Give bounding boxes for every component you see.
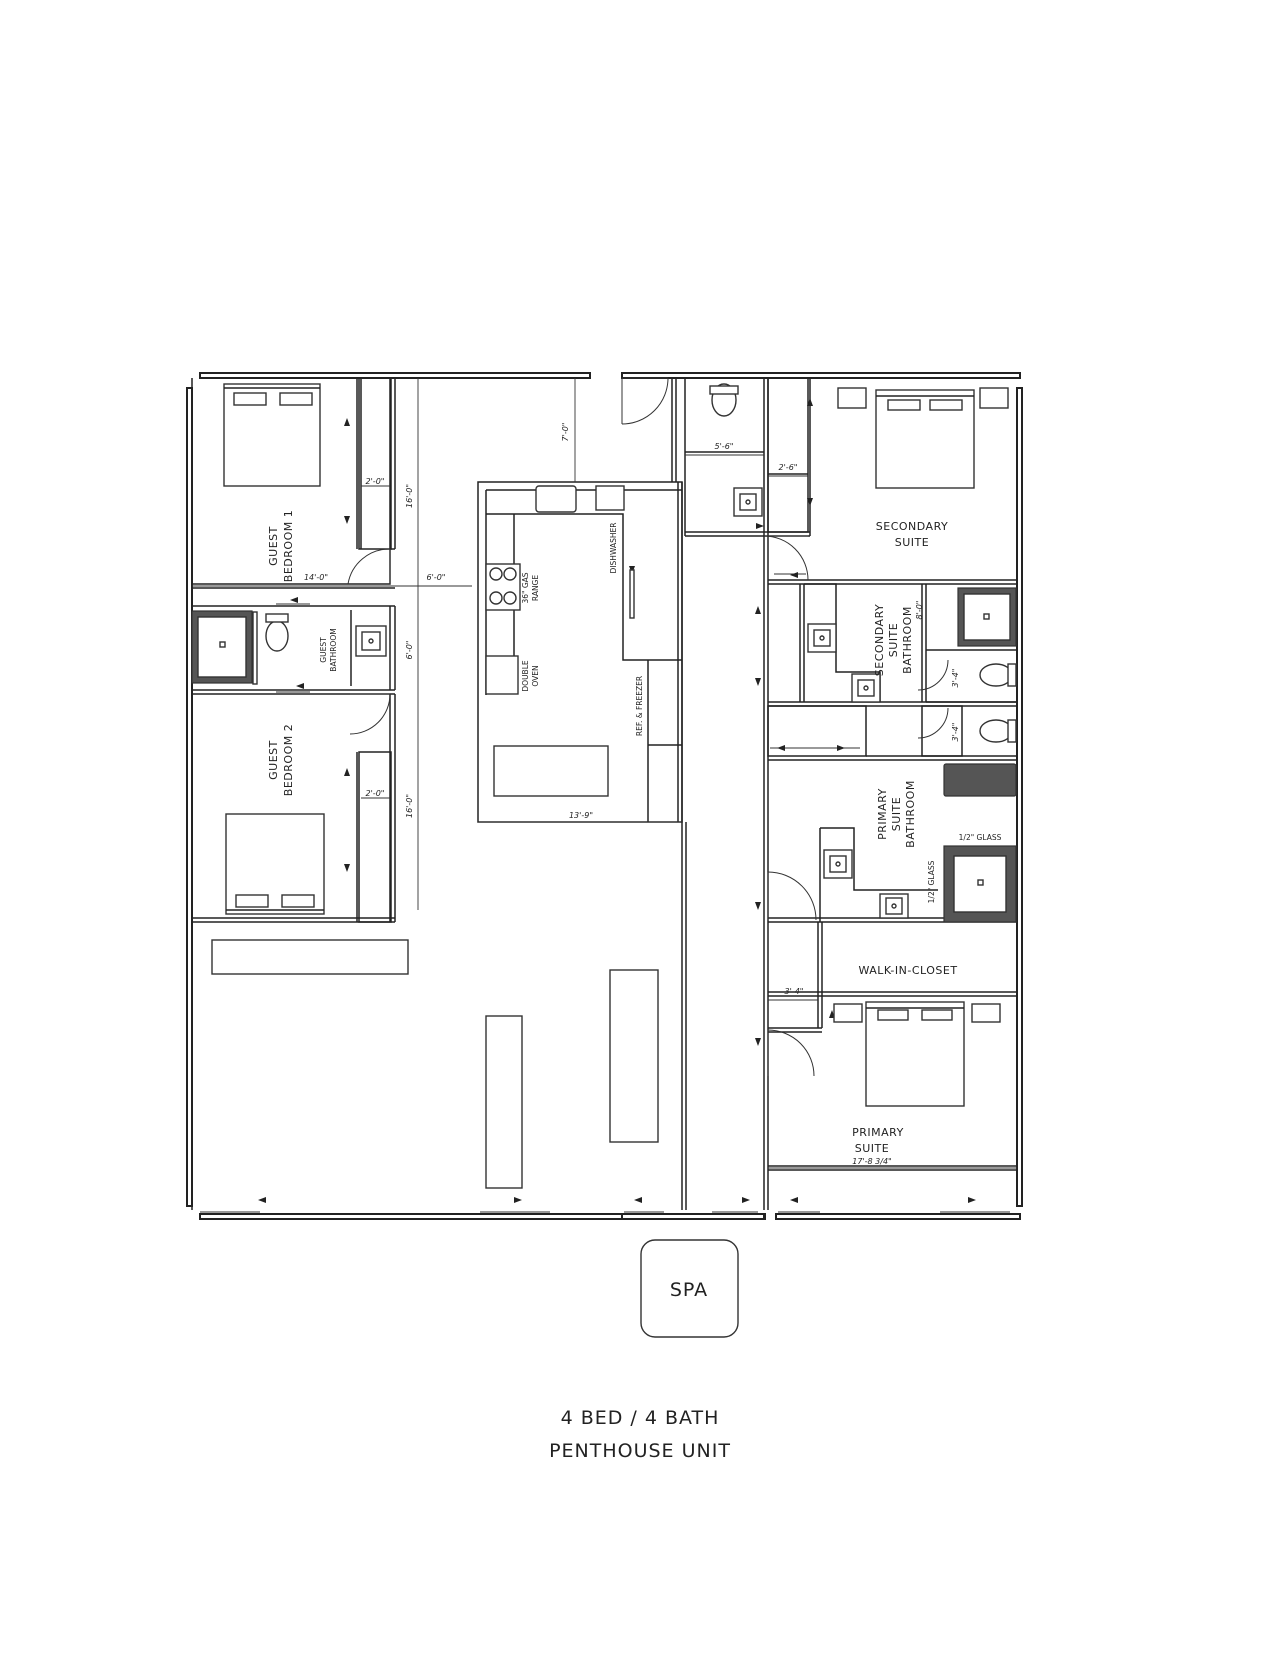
label-ref-freezer: REF. & FREEZER <box>635 676 644 736</box>
kitchen-appliances <box>485 485 635 695</box>
dim-ps-width: 17'-8 3/4" <box>852 1157 891 1166</box>
label-gas-range-b: RANGE <box>531 575 540 601</box>
dim-gb1-width: 14'-0" <box>304 573 328 582</box>
label-guest-bedroom-1b: BEDROOM 1 <box>282 510 295 582</box>
dim-hall-width: 6'-0" <box>427 573 446 582</box>
dim-wc-2: 3'-4" <box>951 723 960 742</box>
plan-title-line-1: 4 BED / 4 BATH <box>561 1407 720 1429</box>
slide-arrows <box>258 398 976 1203</box>
room-labels: GUEST BEDROOM 1 GUEST BEDROOM 2 GUEST BA… <box>267 510 957 1155</box>
plan-title-line-2: PENTHOUSE UNIT <box>549 1440 731 1462</box>
label-primary-suite-b: SUITE <box>855 1142 889 1155</box>
dim-gb2-height: 16'-0" <box>405 794 414 818</box>
label-secondary-bath-c: BATHROOM <box>901 606 914 674</box>
label-guest-bedroom-2: GUEST <box>267 740 280 780</box>
label-secondary-suite-b: SUITE <box>895 536 929 549</box>
label-walk-in-closet: WALK-IN-CLOSET <box>858 964 957 977</box>
label-primary-bath: PRIMARY <box>876 788 889 840</box>
bed-guest-2 <box>225 813 325 915</box>
label-gas-range: 36" GAS <box>521 572 530 603</box>
dim-wic-closet: 3'-4" <box>785 987 804 996</box>
label-guest-bedroom-1: GUEST <box>267 526 280 566</box>
spa-tub <box>640 1239 739 1338</box>
label-guest-bathroom: GUEST <box>319 637 328 663</box>
label-glass-top: 1/2" GLASS <box>959 833 1002 842</box>
dim-powder-width: 5'-6" <box>715 442 734 451</box>
label-primary-bath-c: BATHROOM <box>904 780 917 848</box>
dim-ss-closet: 2'-6" <box>779 463 798 472</box>
label-primary-suite: PRIMARY <box>852 1126 904 1139</box>
label-primary-bath-b: SUITE <box>890 797 903 831</box>
dim-wc-1: 3'-4" <box>951 669 960 688</box>
primary-bath-fixtures <box>823 763 1017 923</box>
label-guest-bathroom-b: BATHROOM <box>329 628 338 671</box>
label-double-oven-b: OVEN <box>531 665 540 686</box>
bed-secondary <box>837 387 1009 489</box>
dim-gb1-height: 16'-0" <box>405 484 414 508</box>
guest-bath-fixtures <box>191 610 387 685</box>
dim-gb2-closet: 2'-0" <box>366 789 385 798</box>
appliance-labels: 36" GAS RANGE DISHWASHER DOUBLE OVEN REF… <box>521 523 1002 904</box>
bed-primary <box>833 1001 1001 1107</box>
dim-guest-bath-height: 6'-0" <box>405 641 414 660</box>
dim-entry-depth: 7'-0" <box>561 423 570 442</box>
bed-guest-1 <box>223 383 321 487</box>
label-secondary-bath-b: SUITE <box>887 623 900 657</box>
living-furniture <box>211 939 659 1189</box>
exterior-walls <box>186 372 1023 1220</box>
label-dishwasher: DISHWASHER <box>609 523 618 574</box>
secondary-bath-fixtures <box>807 587 1017 743</box>
dim-ss-bath: 8'-0" <box>915 601 924 620</box>
label-secondary-suite: SECONDARY <box>876 520 948 533</box>
dimension-labels: 14'-0" 16'-0" 2'-0" 6'-0" 6'-0" 16'-0" 2… <box>304 423 960 1166</box>
label-secondary-bath: SECONDARY <box>873 604 886 676</box>
label-double-oven: DOUBLE <box>521 660 530 691</box>
spa-label: SPA <box>670 1279 708 1301</box>
dim-kitchen-width: 13'-9" <box>569 811 593 820</box>
dimension-lines <box>192 378 1017 1169</box>
doors <box>200 377 1010 1213</box>
label-guest-bedroom-2b: BEDROOM 2 <box>282 724 295 796</box>
powder-room-fixtures <box>709 383 763 517</box>
dim-gb1-closet: 2'-0" <box>366 477 385 486</box>
label-glass-side: 1/2" GLASS <box>927 860 936 903</box>
